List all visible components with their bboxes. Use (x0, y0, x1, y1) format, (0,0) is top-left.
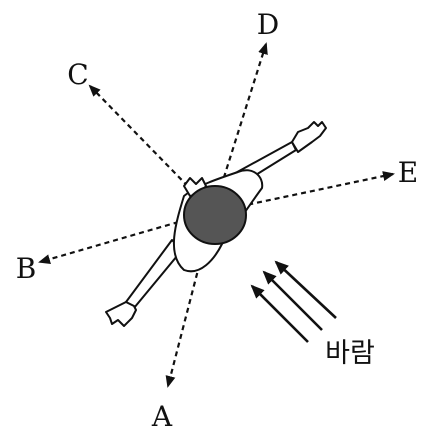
label-c: C (67, 58, 88, 91)
label-a: A (151, 400, 173, 430)
wind-arrows (250, 260, 337, 343)
label-e: E (398, 156, 418, 189)
wind-arrow (250, 284, 309, 343)
wind-label: 바람 (325, 338, 375, 369)
left-hand (105, 301, 137, 327)
head-hair (183, 185, 247, 245)
person-figure (105, 121, 327, 327)
wind-arrow (262, 270, 323, 331)
label-b: B (16, 252, 37, 285)
wind-arrow (274, 260, 337, 319)
label-d: D (257, 8, 279, 41)
right-hand (291, 121, 327, 153)
